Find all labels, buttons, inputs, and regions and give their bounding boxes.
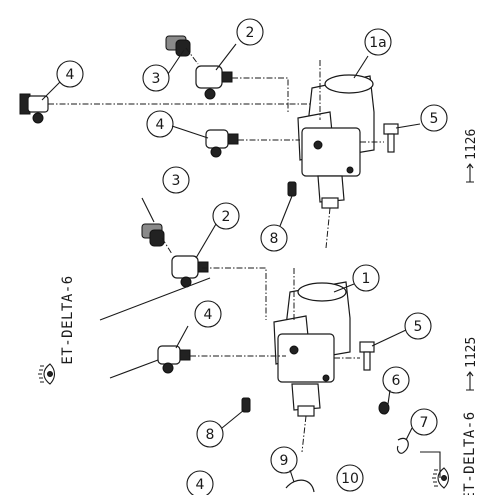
assembly-ref-1125: 1125 xyxy=(464,337,479,391)
motor-1 xyxy=(273,281,351,417)
fitting-2-lower xyxy=(171,255,209,288)
callout-8-lower: 8 xyxy=(196,420,224,448)
screw-5-lower xyxy=(359,341,375,371)
device-label: ET-DELTA-6 xyxy=(462,411,478,495)
device-label: ET-DELTA-6 xyxy=(60,275,76,364)
callout-7: 7 xyxy=(410,408,438,436)
callout-label: 2 xyxy=(222,209,231,225)
callout-label: 5 xyxy=(414,319,423,335)
assembly-ref-label: 1126 xyxy=(464,129,479,160)
callout-label: 4 xyxy=(66,67,75,83)
callout-4-lower-left: 4 xyxy=(194,300,222,328)
clip-7 xyxy=(396,437,409,454)
callout-2-upper: 2 xyxy=(236,18,264,46)
callout-1: 1 xyxy=(352,264,380,292)
part-9 xyxy=(285,479,315,493)
callout-10: 10 xyxy=(336,464,364,492)
callout-label: 2 xyxy=(246,25,255,41)
callout-8-upper: 8 xyxy=(260,224,288,252)
fitting-4-upper-left xyxy=(19,93,49,124)
screw-5-upper xyxy=(383,123,399,153)
assembly-ref-label: 1125 xyxy=(464,337,479,368)
callout-label: 5 xyxy=(430,111,439,127)
pin-8-upper xyxy=(287,181,297,197)
callout-label: 9 xyxy=(280,453,289,469)
fitting-3-lower xyxy=(141,223,165,247)
fitting-3-upper xyxy=(165,35,191,57)
et-delta-label-bottom: ET-DELTA-6 xyxy=(462,411,478,495)
eye-icon xyxy=(432,467,450,489)
motor-1a xyxy=(297,74,375,209)
callout-label: 4 xyxy=(156,117,165,133)
upper-assembly xyxy=(19,35,399,249)
eye-icon xyxy=(38,363,56,385)
fitting-4-lower xyxy=(157,345,191,374)
callout-label: 8 xyxy=(206,427,215,443)
callout-5-lower: 5 xyxy=(404,312,432,340)
fitting-4-upper-middle xyxy=(205,129,239,158)
callout-label: 10 xyxy=(341,471,359,487)
callout-label: 1 xyxy=(362,271,371,287)
callout-4-upper-left: 4 xyxy=(56,60,84,88)
callout-label: 4 xyxy=(196,477,205,493)
callout-label: 3 xyxy=(152,71,161,87)
callout-3-lower: 3 xyxy=(162,166,190,194)
callout-4-upper-middle: 4 xyxy=(146,110,174,138)
fitting-2-upper xyxy=(195,65,233,100)
callout-label: 3 xyxy=(172,173,181,189)
callout-5-upper: 5 xyxy=(420,104,448,132)
callout-label: 4 xyxy=(204,307,213,323)
assembly-ref-1126: 1126 xyxy=(464,129,479,183)
callout-label: 8 xyxy=(270,231,279,247)
callout-6: 6 xyxy=(382,366,410,394)
lower-assembly xyxy=(141,223,409,493)
washer-6 xyxy=(378,401,390,415)
callout-label: 6 xyxy=(392,373,401,389)
callout-label: 7 xyxy=(420,415,429,431)
callout-label: 1a xyxy=(369,35,387,51)
callout-leaders xyxy=(41,43,441,483)
callout-9: 9 xyxy=(270,446,298,474)
callout-4-lower-bottom: 4 xyxy=(186,470,214,495)
callout-3-upper: 3 xyxy=(142,64,170,92)
callout-1a: 1a xyxy=(364,28,392,56)
callout-2-lower: 2 xyxy=(212,202,240,230)
et-delta-label-left: ET-DELTA-6 xyxy=(60,275,76,364)
pin-8-lower xyxy=(241,397,251,413)
